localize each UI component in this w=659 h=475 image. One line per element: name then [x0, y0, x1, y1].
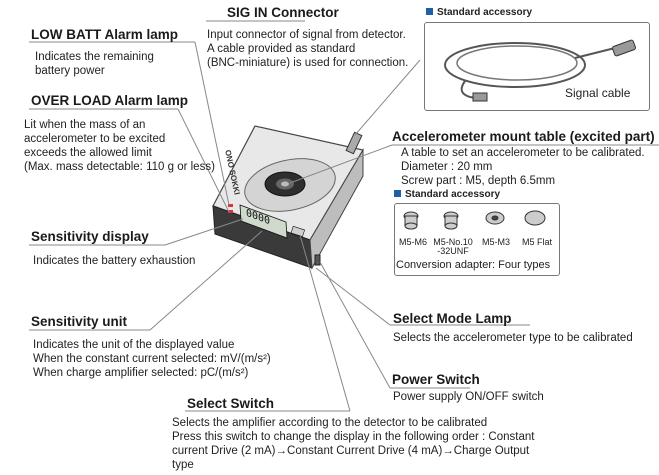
power-switch-title: Power Switch — [392, 372, 480, 387]
adapters-icon — [403, 210, 546, 230]
sensitivity-unit-title: Sensitivity unit — [31, 314, 128, 329]
adapter-label: M5-M6 — [398, 237, 427, 247]
select-mode-desc: Selects the accelerometer type to be cal… — [393, 332, 633, 344]
adapter-label: M5 Flat — [521, 237, 552, 247]
cable-accessory-header: Standard accessory — [426, 7, 532, 18]
accessory-square-icon — [426, 8, 433, 15]
select-mode-title: Select Mode Lamp — [393, 311, 512, 326]
sig-in-connector — [345, 131, 363, 155]
select-switch — [290, 225, 306, 238]
over-load-title: OVER LOAD Alarm lamp — [31, 93, 189, 108]
adapter-accessory-header: Standard accessory — [394, 189, 500, 200]
over-load-desc: Lit when the mass of an accelerometer to… — [24, 119, 215, 173]
adapter-label: M5-M3 — [481, 237, 510, 247]
adapter-sublabel: -32UNF — [437, 246, 469, 256]
sensitivity-display-desc: Indicates the battery exhaustion — [33, 255, 196, 267]
accessory-square-icon — [394, 190, 401, 197]
select-switch-desc: Selects the amplifier according to the d… — [172, 417, 535, 471]
mount-table-desc: A table to set an accelerometer to be ca… — [401, 147, 645, 187]
sig-in-desc: Input connector of signal from detector.… — [207, 29, 409, 69]
select-switch-title: Select Switch — [187, 396, 275, 411]
sensitivity-unit-desc: Indicates the unit of the displayed valu… — [33, 339, 271, 379]
signal-cable-label: Signal cable — [565, 86, 631, 100]
sensitivity-display-title: Sensitivity display — [31, 229, 149, 244]
power-switch — [314, 254, 321, 266]
adapter-label: M5-No.10 — [433, 237, 473, 247]
adapter-accessory-box: M5-M6 M5-No.10 -32UNF M5-M3 M5 Flat Conv… — [394, 203, 560, 276]
low-batt-title: LOW BATT Alarm lamp — [31, 27, 179, 42]
cable-accessory-box: Signal cable — [424, 22, 650, 111]
sig-in-title: SIG IN Connector — [227, 5, 339, 20]
power-switch-desc: Power supply ON/OFF switch — [393, 391, 544, 403]
calibrator-device — [212, 125, 364, 270]
signal-cable-icon — [444, 39, 636, 102]
low-batt-desc: Indicates the remaining battery power — [35, 51, 154, 77]
mount-table-title: Accelerometer mount table (excited part) — [392, 129, 655, 144]
adapter-caption: Conversion adapter: Four types — [396, 259, 551, 271]
